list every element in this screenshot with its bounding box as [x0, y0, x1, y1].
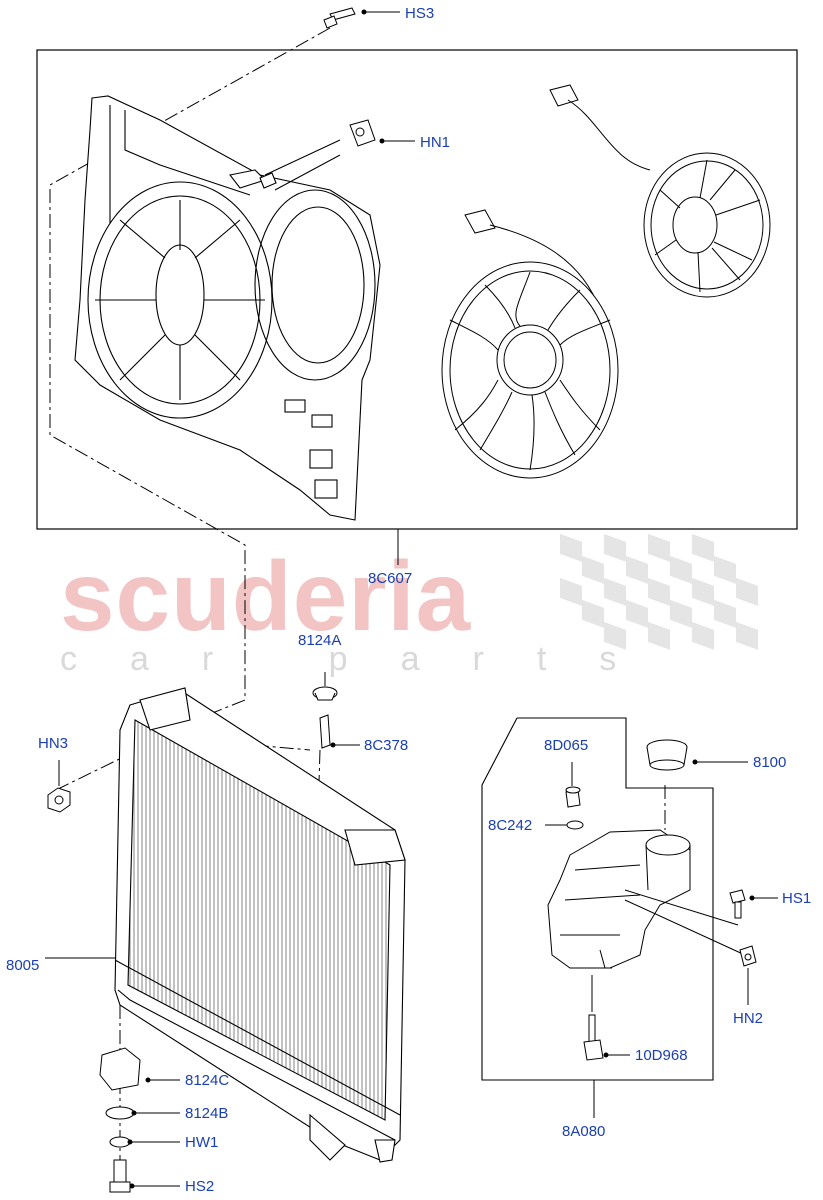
bolt-icon [109, 1159, 135, 1193]
callout-10d968: 10D968 [635, 1047, 688, 1064]
callout-8c242: 8C242 [488, 817, 533, 834]
bracket-icon [319, 714, 336, 749]
callout-8124b: 8124B [185, 1105, 229, 1122]
fan-shroud-icon [74, 95, 381, 521]
callout-hw1: HW1 [185, 1134, 219, 1151]
tank-group-outline [481, 717, 714, 1081]
o-ring-icon [566, 820, 584, 830]
callout-8124a: 8124A [298, 632, 342, 649]
checkered-flag-icon [560, 533, 758, 650]
fan-assembly-box [36, 49, 798, 530]
nut-icon [739, 945, 757, 967]
washer-icon [109, 1136, 133, 1148]
callout-hn2: HN2 [733, 1010, 764, 1027]
watermark-brand: scuderia [60, 541, 472, 651]
washer-icon [105, 1106, 137, 1120]
valve-icon [565, 786, 581, 808]
sensor-icon [583, 1014, 609, 1061]
small-fan-icon [549, 84, 771, 298]
callout-hs3: HS3 [405, 5, 435, 22]
callout-8100: 8100 [753, 754, 787, 771]
large-fan-icon [441, 209, 619, 479]
grommet-icon [312, 686, 338, 701]
nut-icon [47, 787, 71, 813]
callout-hn3: HN3 [38, 735, 69, 752]
clip-icon [349, 119, 385, 147]
bolt-icon [323, 7, 367, 29]
coolant-tank-icon [547, 829, 691, 969]
watermark-tagline: car parts [60, 640, 670, 678]
callout-8a080: 8A080 [562, 1123, 606, 1140]
callout-8c378: 8C378 [364, 737, 409, 754]
cap-icon [646, 739, 698, 771]
mount-icon [99, 1047, 151, 1091]
callout-8005: 8005 [6, 957, 40, 974]
radiator-icon [114, 687, 406, 1163]
callout-hn1: HN1 [420, 134, 451, 151]
callout-hs1: HS1 [782, 890, 812, 907]
callout-hs2: HS2 [185, 1178, 215, 1195]
callout-8d065: 8D065 [544, 737, 589, 754]
bolt-icon [729, 889, 755, 919]
callout-8c607: 8C607 [368, 570, 413, 587]
callout-8124c: 8124C [185, 1072, 230, 1089]
